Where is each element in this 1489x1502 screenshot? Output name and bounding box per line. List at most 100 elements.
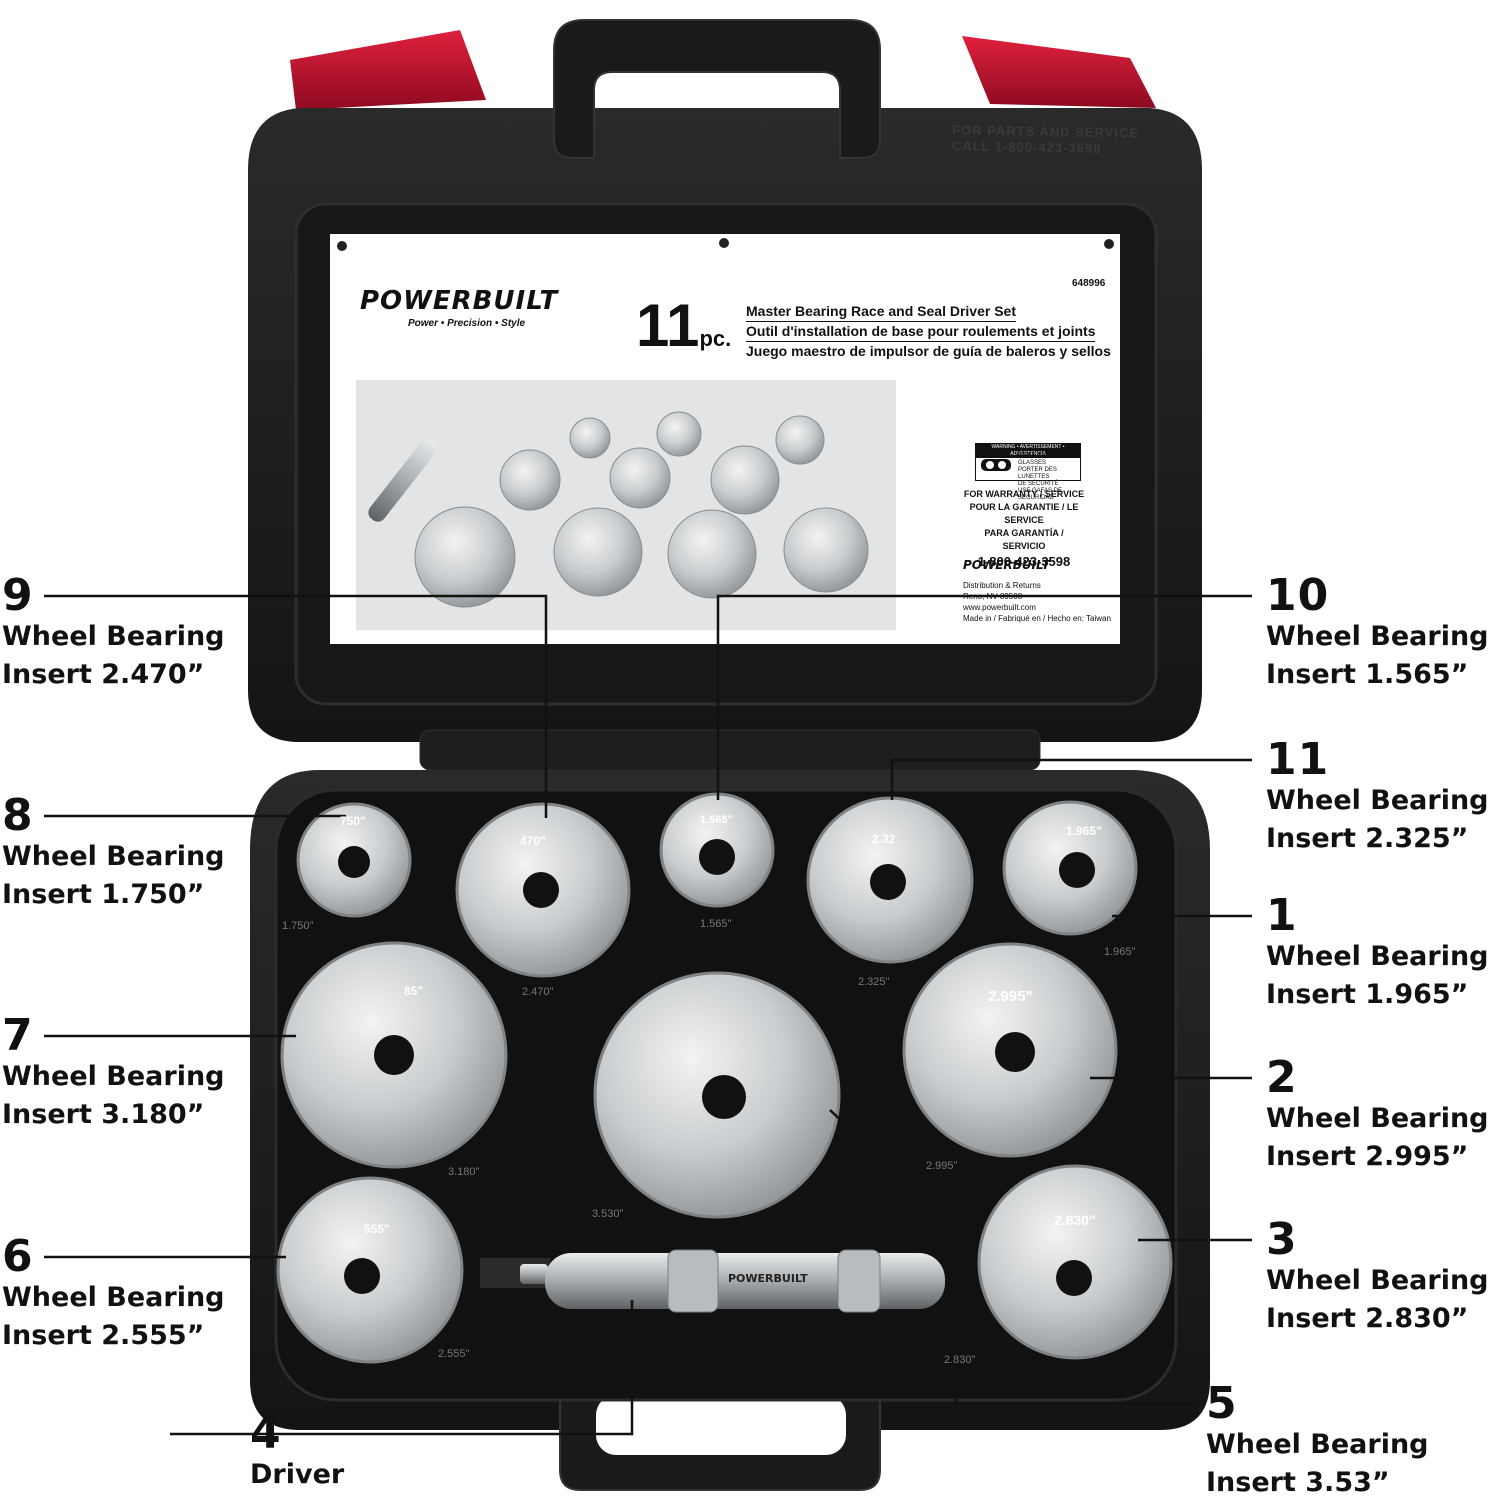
- leader-9: [44, 594, 548, 818]
- callout-5: 5 Wheel Bearing Insert 3.53”: [1206, 1382, 1429, 1502]
- callout-7: 7 Wheel Bearing Insert 3.180”: [2, 1014, 225, 1134]
- callout-4: 4 Driver: [250, 1412, 344, 1494]
- callout-line-1: Driver: [250, 1459, 345, 1490]
- callout-number: 5: [1206, 1378, 1238, 1429]
- warranty-line: PARA GARANTÍA / SERVICIO: [984, 528, 1064, 551]
- title-french: Outil d'installation de base pour roulem…: [746, 322, 1096, 342]
- callout-line-2: Insert 2.995”: [1266, 1141, 1469, 1172]
- callout-number: 11: [1266, 734, 1330, 785]
- insert-10-label: 1.565": [700, 814, 733, 826]
- warning-line: WEAR SAFETY GLASSES: [1018, 453, 1061, 466]
- callout-line-1: Wheel Bearing: [2, 841, 225, 872]
- product-image: FOR PARTS AND SERVICE CALL 1-800-423-359…: [2, 19, 1489, 1502]
- callout-10: 10 Wheel Bearing Insert 1.565”: [1266, 574, 1489, 694]
- insert-8-label: 750": [340, 814, 366, 828]
- tray-label-1: 1.965": [1104, 946, 1136, 958]
- piece-count-suffix: pc.: [699, 326, 732, 351]
- insert-1-label: 1.965": [1066, 824, 1102, 838]
- insert-2-label: 2.995": [988, 988, 1033, 1005]
- insert-9-label: 470": [520, 834, 546, 848]
- callout-line-1: Wheel Bearing: [2, 621, 225, 652]
- warranty-line: POUR LA GARANTIE / LE SERVICE: [969, 502, 1079, 525]
- callout-line-1: Wheel Bearing: [1266, 1265, 1489, 1296]
- callout-line-2: Insert 1.965”: [1266, 979, 1469, 1010]
- warranty-phone: 1-800-423-3598: [977, 554, 1071, 569]
- warning-line: USE GAFAS DE SEGURIDAD: [1018, 488, 1063, 501]
- right-latch: [962, 36, 1156, 108]
- callout-line-1: Wheel Bearing: [2, 1282, 225, 1313]
- warning-text: WEAR SAFETY GLASSES PORTER DES LUNETTES …: [1018, 453, 1080, 502]
- title-spanish: Juego maestro de impulsor de guía de bal…: [746, 343, 1111, 359]
- product-sku: 648996: [1072, 278, 1106, 289]
- address-line: Distribution & Returns: [963, 581, 1041, 590]
- callout-line-1: Wheel Bearing: [1266, 785, 1489, 816]
- callout-2: 2 Wheel Bearing Insert 2.995”: [1266, 1056, 1489, 1176]
- callout-number: 4: [250, 1408, 282, 1459]
- safety-warning: WARNING • AVERTISSEMENT • ADVERTENCIA WE…: [975, 443, 1081, 501]
- case-photo: [44, 19, 1252, 1491]
- callout-line-2: Insert 3.53”: [1206, 1467, 1390, 1498]
- callout-number: 7: [2, 1010, 34, 1061]
- warning-line: DE SÉCURITÉ: [1018, 481, 1059, 487]
- left-latch: [290, 30, 486, 110]
- callout-line-2: Insert 2.555”: [2, 1320, 205, 1351]
- brand-logo-small: POWERBUILT: [963, 558, 1050, 572]
- tray-label-10: 1.565": [700, 918, 732, 930]
- callout-number: 1: [1266, 890, 1298, 941]
- tray-label-8: 1.750": [282, 920, 314, 932]
- callout-8: 8 Wheel Bearing Insert 1.750”: [2, 794, 225, 914]
- goggles-icon: [981, 459, 1011, 471]
- callout-line-2: Insert 2.830”: [1266, 1303, 1469, 1334]
- callout-line-1: Wheel Bearing: [1266, 621, 1489, 652]
- driver-brand: POWERBUILT: [728, 1272, 808, 1285]
- leader-5: [829, 1109, 1194, 1406]
- callout-number: 3: [1266, 1214, 1298, 1265]
- callout-6: 6 Wheel Bearing Insert 2.555”: [2, 1235, 225, 1355]
- callout-line-1: Wheel Bearing: [1266, 941, 1489, 972]
- callout-line-2: Insert 2.325”: [1266, 823, 1469, 854]
- driver-tool: [480, 1249, 945, 1313]
- callout-line-2: Insert 1.750”: [2, 879, 205, 910]
- callout-line-1: Wheel Bearing: [2, 1061, 225, 1092]
- tray-label-11: 2.325": [858, 976, 890, 988]
- callout-line-1: Wheel Bearing: [1206, 1429, 1429, 1460]
- product-titles: Master Bearing Race and Seal Driver Set …: [746, 302, 1111, 361]
- leader-4: [170, 1300, 634, 1436]
- insert-11-label: 2.32: [872, 832, 896, 846]
- callout-9: 9 Wheel Bearing Insert 2.470”: [2, 574, 225, 694]
- callout-number: 6: [2, 1231, 34, 1282]
- callout-line-2: Insert 2.470”: [2, 659, 205, 690]
- warning-head: WARNING • AVERTISSEMENT • ADVERTENCIA: [976, 444, 1080, 458]
- callout-number: 2: [1266, 1052, 1298, 1103]
- callout-3: 3 Wheel Bearing Insert 2.830”: [1266, 1218, 1489, 1338]
- leader-10: [716, 594, 1252, 800]
- callout-1: 1 Wheel Bearing Insert 1.965”: [1266, 894, 1489, 1014]
- insert-6-label: 555": [364, 1222, 390, 1236]
- callout-number: 8: [2, 790, 34, 841]
- case-molded-text: FOR PARTS AND SERVICE CALL 1-800-423-359…: [952, 122, 1139, 157]
- title-english: Master Bearing Race and Seal Driver Set: [746, 302, 1017, 322]
- address-line: www.powerbuilt.com: [963, 603, 1036, 612]
- leader-11: [890, 758, 1252, 800]
- tray-label-7: 3.180": [448, 1166, 480, 1178]
- address-line: Reno, NV 89508: [963, 592, 1023, 601]
- callout-11: 11 Wheel Bearing Insert 2.325”: [1266, 738, 1489, 858]
- insert-3-label: 2.830": [1054, 1212, 1096, 1228]
- warning-line: PORTER DES LUNETTES: [1018, 467, 1057, 480]
- warranty-info: FOR WARRANTY / SERVICE POUR LA GARANTIE …: [962, 488, 1086, 571]
- tray-label-9: 2.470": [522, 986, 554, 998]
- piece-count: 11pc.: [636, 296, 731, 369]
- piece-count-number: 11: [636, 292, 700, 359]
- handle: [553, 19, 881, 159]
- tray-label-3: 2.830": [944, 1354, 976, 1366]
- distribution-address: Distribution & Returns Reno, NV 89508 ww…: [963, 580, 1111, 624]
- tray-label-6: 2.555": [438, 1348, 470, 1360]
- brand-logo: POWERBUILT: [360, 286, 559, 316]
- callout-number: 10: [1266, 570, 1330, 621]
- address-line: Made in / Fabriqué en / Hecho en: Taiwan: [963, 614, 1111, 623]
- tray-label-2: 2.995": [926, 1160, 958, 1172]
- warranty-line: FOR WARRANTY / SERVICE: [963, 489, 1085, 499]
- callout-line-1: Wheel Bearing: [1266, 1103, 1489, 1134]
- callout-line-2: Insert 1.565”: [1266, 659, 1469, 690]
- brand-tagline: Power • Precision • Style: [408, 318, 526, 329]
